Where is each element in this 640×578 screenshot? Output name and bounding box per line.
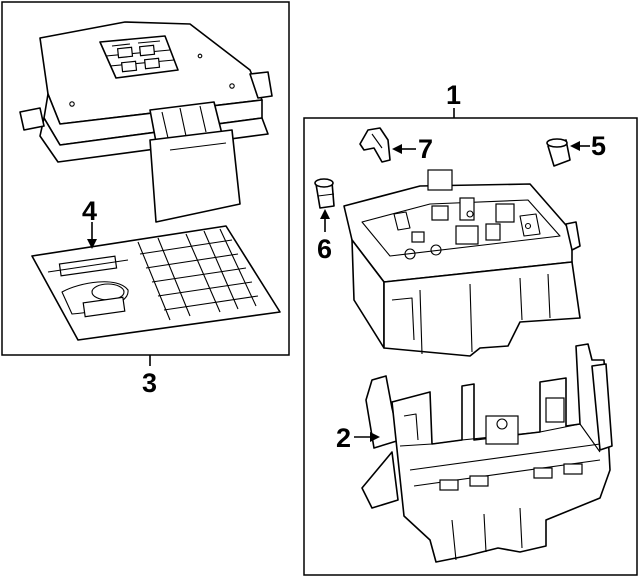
callout-6: 6: [317, 234, 332, 264]
fuse-label-sheet: [31, 225, 281, 341]
callout-3: 3: [142, 368, 157, 398]
fuse-box-upper: [343, 169, 581, 357]
arrowhead-6: [320, 209, 330, 219]
arrowhead-7: [392, 144, 402, 154]
callout-7: 7: [418, 134, 433, 164]
group-frame-right: [303, 117, 638, 576]
fuse-part-6: [314, 178, 335, 209]
arrowhead-2: [370, 432, 380, 442]
arrowhead-5: [570, 141, 580, 151]
callout-4: 4: [82, 196, 97, 226]
callout-5: 5: [591, 131, 606, 161]
group-frame-left: [1, 1, 290, 356]
callout-2: 2: [336, 423, 351, 453]
fuse-box-cover: [19, 21, 273, 223]
clip-part-7: [359, 127, 391, 163]
relay-part-5: [546, 138, 571, 167]
arrowhead-4: [87, 239, 97, 249]
fuse-box-lower-housing: [361, 343, 613, 563]
callout-1: 1: [446, 80, 461, 110]
